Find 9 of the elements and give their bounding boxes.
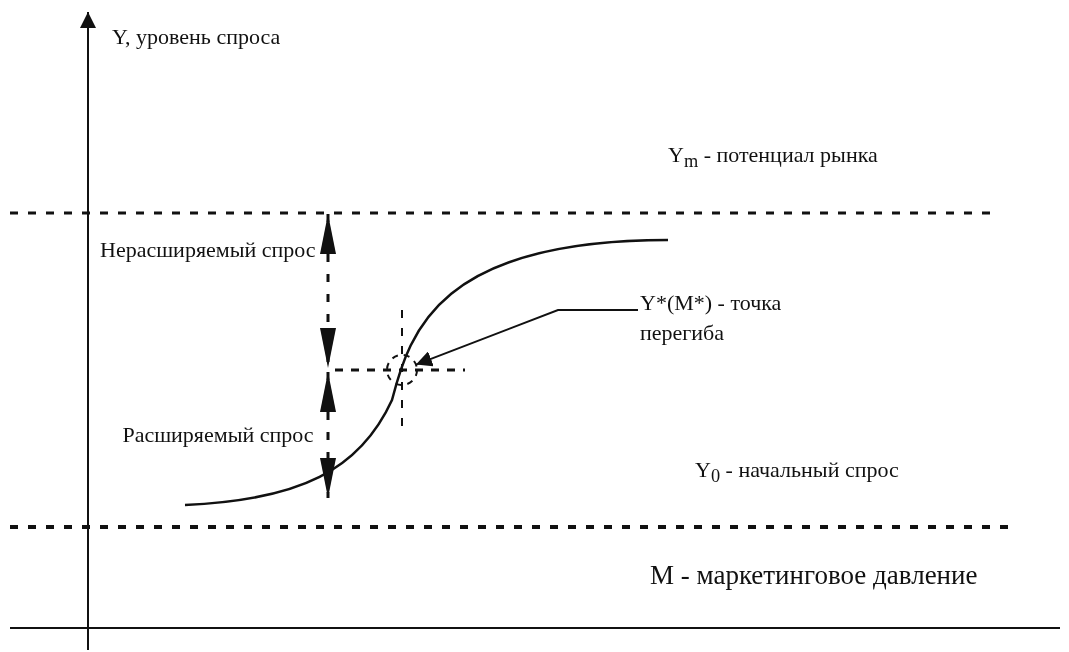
demand-label: Нерасширяемый спрос <box>100 236 317 264</box>
leader-line <box>415 309 639 367</box>
callout-text: Y*(M*) - точка перегиба <box>640 288 870 348</box>
axis-label: Y, уровень спроса <box>112 23 282 51</box>
inflection-point-marker <box>386 354 418 386</box>
axis-label: M - маркетинговое давление <box>650 560 979 590</box>
level-label: Y$_{0}$ - начальный спрос <box>695 456 900 489</box>
demand-label: Расширяемый спрос <box>121 421 315 449</box>
level-label: Y$_{m}$ - потенциал рынка <box>668 141 879 174</box>
